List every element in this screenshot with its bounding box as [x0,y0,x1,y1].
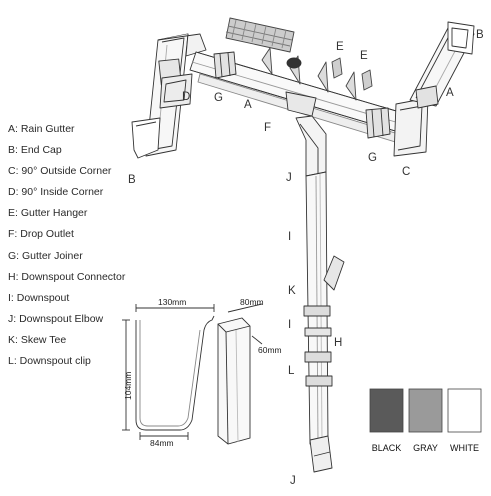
legend-item-downspout: I: Downspout [8,291,70,304]
legend-item-drop-outlet: F: Drop Outlet [8,228,74,241]
skew-tee [323,255,345,291]
legend-item-outside-corner: C: 90° Outside Corner [8,165,112,178]
dim-downspout-depth: 60mm [258,345,282,355]
label-f-drop-outlet: F [264,122,271,134]
downspout-elbow-upper [295,115,327,177]
end-cap-right [447,21,475,55]
label-l-clip: L [288,365,295,377]
swatch-label-gray: GRAY [413,443,438,453]
swatch-gray [408,388,443,433]
end-cap-left [131,117,161,159]
gutter-assembly [131,17,475,159]
label-a-rain-gutter: A [244,99,252,111]
joiner-right-arm [415,85,439,109]
swatch-white [447,388,482,433]
legend-item-gutter-hanger: E: Gutter Hanger [8,207,88,220]
label-d-inside-corner: D [182,91,190,103]
label-e-hanger-2: E [360,50,368,62]
label-c-outside-corner: C [402,166,410,178]
legend-item-gutter-joiner: G: Gutter Joiner [8,249,83,262]
swatch-label-black: BLACK [372,443,402,453]
dim-downspout-width: 80mm [240,297,264,307]
color-swatches: BLACK GRAY WHITE [369,388,482,453]
downspout-clips [303,305,333,387]
downspout-elbow-lower [309,435,333,473]
downspout-assembly [295,115,345,473]
downspout-profile [217,303,263,445]
gutter-cross-section [122,304,215,440]
dim-line-spout-width [227,303,263,313]
label-e-hanger-1: E [336,41,344,53]
label-j-elbow-upper: J [286,172,292,184]
label-i-downspout-1: I [288,231,291,243]
swatch-label-white: WHITE [450,443,479,453]
label-k-skew-tee: K [288,285,296,297]
label-b-end-cap-right: B [476,29,484,41]
drop-outlet [285,57,317,117]
parts-legend: A: Rain Gutter B: End Cap C: 90° Outside… [8,119,125,372]
inside-corner [159,73,193,109]
dim-gutter-base: 84mm [150,438,174,448]
gutter-joiner-left [213,51,237,79]
legend-item-end-cap: B: End Cap [8,144,62,157]
dim-gutter-height: 104mm [123,372,133,400]
dim-gutter-width: 130mm [158,297,186,307]
gutter-joiner-right [365,107,391,139]
dim-line-spout-depth [251,335,263,345]
label-i-downspout-2: I [288,319,291,331]
legend-item-downspout-connector: H: Downspout Connector [8,270,126,283]
legend-item-inside-corner: D: 90° Inside Corner [8,186,104,199]
legend-item-rain-gutter: A: Rain Gutter [8,123,75,135]
part-labels: A A B B C D E E F G G H I I J J K L [128,29,484,487]
gutter-hangers [261,47,373,101]
roof-shingles [225,17,295,53]
legend-item-downspout-elbow: J: Downspout Elbow [8,312,104,325]
legend-item-skew-tee: K: Skew Tee [8,333,67,346]
label-h-connector: H [334,337,342,349]
label-g-joiner-right: G [368,152,377,164]
label-g-joiner-left: G [214,92,223,104]
label-j-elbow-lower: J [290,475,296,487]
label-b-end-cap-left: B [128,174,136,186]
label-a-rain-gutter-right: A [446,87,454,99]
legend-item-downspout-clip: L: Downspout clip [8,355,91,368]
swatch-black [369,388,404,433]
